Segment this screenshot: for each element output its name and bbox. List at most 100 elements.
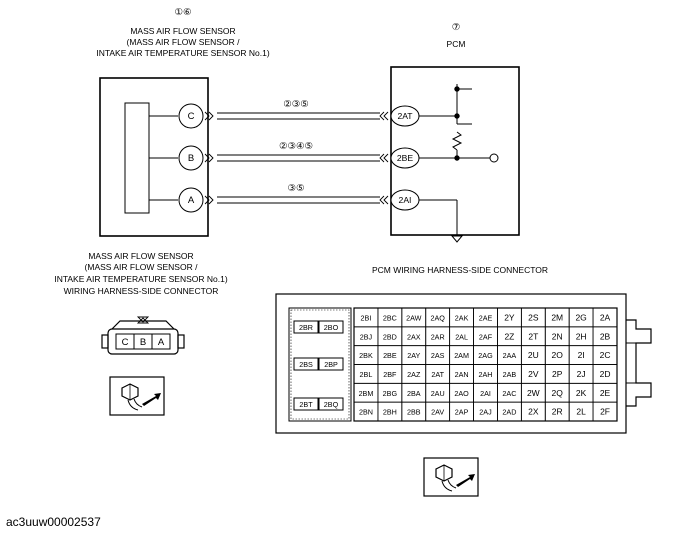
pcm-pin-label: 2BD [383, 332, 397, 341]
pcm-pin-label: 2AZ [407, 370, 421, 379]
pcm-pin-label: 2U [528, 350, 539, 360]
pcm-pin-label: 2R [552, 407, 563, 417]
sensor-number: ①⑥ [174, 7, 192, 18]
pcm-pin-label: 2G [575, 312, 586, 322]
pcm-pin-label: 2AD [502, 408, 516, 417]
wire-2-label: ②③④⑤ [279, 141, 314, 152]
pcm-pin-label: 2AR [431, 332, 445, 341]
harness-side-view-icon [423, 457, 479, 497]
pcm-pin-label: 2BK [359, 351, 373, 360]
sensor-connector-pin-b: B [140, 337, 146, 348]
sensor-pin-b [178, 145, 204, 171]
pcm-pin-label: 2Z [504, 331, 514, 341]
pcm-internal-circuit [419, 84, 499, 243]
pcm-pin-label: 2AU [431, 389, 445, 398]
pcm-left-pin-2bp: 2BP [324, 360, 338, 369]
pcm-pin-label: 2E [600, 388, 611, 398]
pcm-pin-label: 2BG [383, 389, 398, 398]
pcm-pin-label: 2AM [454, 351, 469, 360]
pcm-pin-label: 2V [528, 369, 539, 379]
sensor-pin-a [178, 187, 204, 213]
pcm-pin-label: 2AK [455, 313, 469, 322]
pcm-pin-label: 2BH [383, 408, 397, 417]
pcm-pin-label: 2AF [479, 332, 493, 341]
sensor-pin-label-b: B [188, 153, 194, 164]
pcm-pin-label: 2L [576, 407, 586, 417]
wire-3-label: ③⑤ [287, 183, 305, 194]
pcm-pin-label: 2AS [431, 351, 445, 360]
pcm-pin-label: 2AA [503, 351, 517, 360]
pcm-pin-label: 2AX [407, 332, 421, 341]
pcm-pin-label: 2BI [361, 313, 372, 322]
pcm-pin-label: 2AT [431, 370, 444, 379]
pcm-pin-label: 2AB [503, 370, 517, 379]
pcm-pin-label: 2BE [383, 351, 397, 360]
pcm-number: ⑦ [452, 22, 461, 33]
sensor-connector-title-line-2: (MASS AIR FLOW SENSOR / [85, 262, 199, 272]
pcm-pin-label: 2AO [454, 389, 469, 398]
pcm-pin-label: 2BJ [360, 332, 373, 341]
pcm-pin-label: 2AV [431, 408, 444, 417]
harness-side-view-icon [109, 376, 165, 416]
pcm-pin-label: 2BL [360, 370, 373, 379]
sensor-connector-pin-c: C [122, 337, 129, 348]
sensor-connector-title-line-3: INTAKE AIR TEMPERATURE SENSOR No.1) [54, 274, 228, 284]
pcm-left-pin-2br: 2BR [299, 323, 313, 332]
pcm-pin-label: 2AJ [479, 408, 492, 417]
sensor-title-line-3: INTAKE AIR TEMPERATURE SENSOR No.1) [96, 48, 270, 58]
pcm-pin-label: 2N [552, 331, 563, 341]
pcm-pin-label: 2AN [455, 370, 469, 379]
pcm-pin-label: 2BM [359, 389, 374, 398]
pcm-pin-label: 2Q [552, 388, 564, 398]
pcm-pin-label: 2O [552, 350, 564, 360]
pcm-pin-label: 2D [600, 369, 611, 379]
sensor-connector-title-line-4: WIRING HARNESS-SIDE CONNECTOR [64, 286, 219, 296]
pcm-pin-label: 2S [528, 312, 539, 322]
pcm-pin-label: 2AL [455, 332, 468, 341]
mass-air-flow-sensor: C B A [99, 77, 209, 237]
pcm-pin-label-2be: 2BE [397, 153, 414, 163]
pcm-pin-label: 2AG [478, 351, 493, 360]
sensor-connector-face [101, 316, 185, 355]
pcm-pin-label: 2K [576, 388, 587, 398]
pcm-pin-cell [592, 401, 618, 422]
pcm-pin-label: 2BC [383, 313, 397, 322]
pcm-pin-label: 2T [528, 331, 538, 341]
pcm-pin-label: 2F [600, 407, 610, 417]
pcm-left-pin-2bq: 2BQ [324, 400, 339, 409]
pcm-pin-label: 2BA [407, 389, 421, 398]
pcm-pin-label: 2AH [479, 370, 493, 379]
pcm-pin-label: 2AI [480, 389, 491, 398]
pcm-pin-label: 2Y [504, 312, 515, 322]
pcm-left-pin-2bo: 2BO [324, 323, 339, 332]
pcm-pin-label: 2BN [359, 408, 373, 417]
pcm-pin-label: 2H [576, 331, 587, 341]
pcm-pin-label: 2M [551, 312, 563, 322]
harness-wires [204, 111, 389, 205]
pcm-left-pin-2bt: 2BT [299, 400, 313, 409]
pcm-box: 2AT 2BE 2AI [390, 66, 520, 243]
sensor-pin-label-a: A [188, 195, 195, 206]
pcm-pin-label: 2P [552, 369, 563, 379]
pcm-pin-label: 2X [528, 407, 539, 417]
sensor-connector-pin-a: A [158, 337, 165, 348]
pcm-pin-label: 2AC [502, 389, 516, 398]
pcm-title: PCM [447, 39, 466, 49]
pcm-pin-label: 2C [600, 350, 611, 360]
pcm-pin-label: 2A [600, 312, 611, 322]
pcm-pin-label: 2BB [407, 408, 421, 417]
pcm-connector-title: PCM WIRING HARNESS-SIDE CONNECTOR [372, 265, 548, 275]
pcm-left-pin-2bs: 2BS [299, 360, 313, 369]
sensor-pin-c [178, 103, 204, 129]
sensor-title-line-2: (MASS AIR FLOW SENSOR / [127, 37, 241, 47]
pcm-pin-label: 2I [578, 350, 585, 360]
sensor-pin-label-c: C [188, 111, 195, 122]
pcm-pin-label: 2AY [407, 351, 420, 360]
pcm-pin-label: 2J [577, 369, 586, 379]
pcm-pin-label: 2B [600, 331, 611, 341]
pcm-pin-label: 2AQ [430, 313, 445, 322]
pcm-pin-label-2at: 2AT [397, 111, 413, 121]
pcm-pin-label: 2AE [479, 313, 493, 322]
